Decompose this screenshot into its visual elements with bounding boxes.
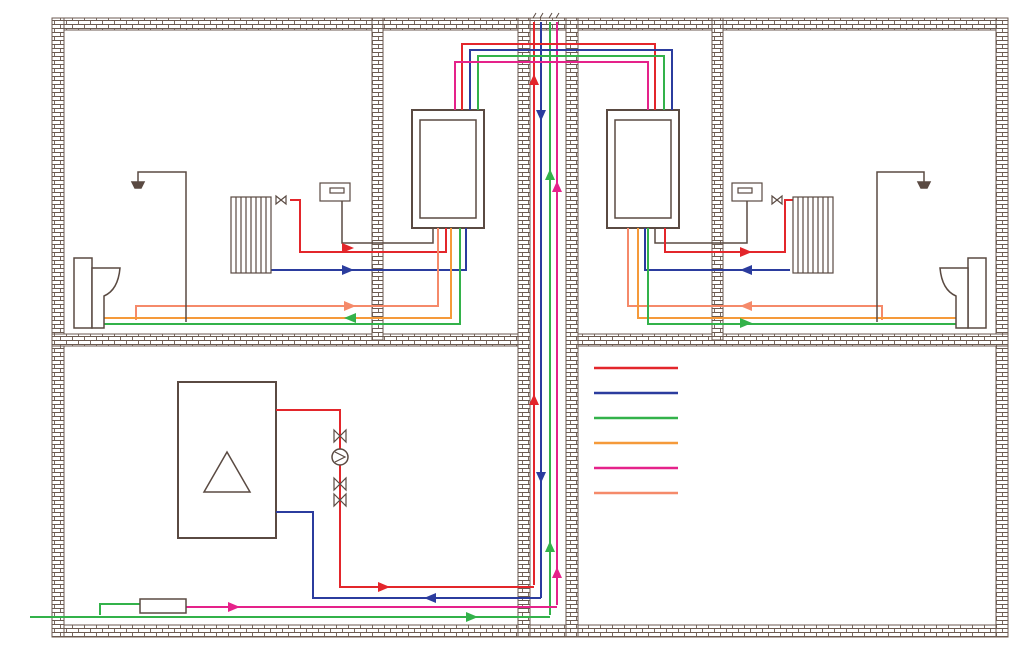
bowtie-valve-icon	[275, 194, 287, 206]
shaft-wall-right	[565, 17, 579, 638]
wall-left	[51, 17, 65, 638]
left-flat-piping	[80, 199, 467, 325]
top-feeds	[454, 43, 673, 110]
flat-station-right	[606, 109, 680, 229]
shaft-wall-left	[517, 17, 531, 638]
shower-head-icon	[130, 171, 187, 322]
legend	[594, 366, 678, 495]
room-thermostat-icon	[319, 182, 351, 202]
building-walls	[51, 17, 1009, 638]
bowtie-valve-icon	[333, 428, 347, 508]
floor-slab-right	[565, 333, 1009, 347]
room-thermostat-icon	[731, 182, 763, 202]
water-meter-icon	[139, 598, 187, 614]
shower-head-icon	[876, 171, 932, 322]
radiator-icon	[792, 196, 834, 274]
boiler-piping	[30, 409, 557, 618]
radiator-icon	[230, 196, 272, 274]
wall-right	[995, 17, 1009, 638]
circulation-pump-icon	[331, 448, 349, 466]
partition-left	[371, 17, 384, 341]
toilet-icon	[73, 257, 121, 329]
boiler	[177, 381, 277, 539]
bowtie-valve-icon	[771, 194, 783, 206]
flat-station-left	[411, 109, 485, 229]
risers	[532, 12, 560, 615]
partition-right	[711, 17, 724, 341]
flow-arrows	[228, 74, 752, 622]
boiler-triangle-icon	[202, 450, 252, 493]
toilet-icon	[939, 257, 987, 329]
floor-slab-left	[51, 333, 531, 347]
